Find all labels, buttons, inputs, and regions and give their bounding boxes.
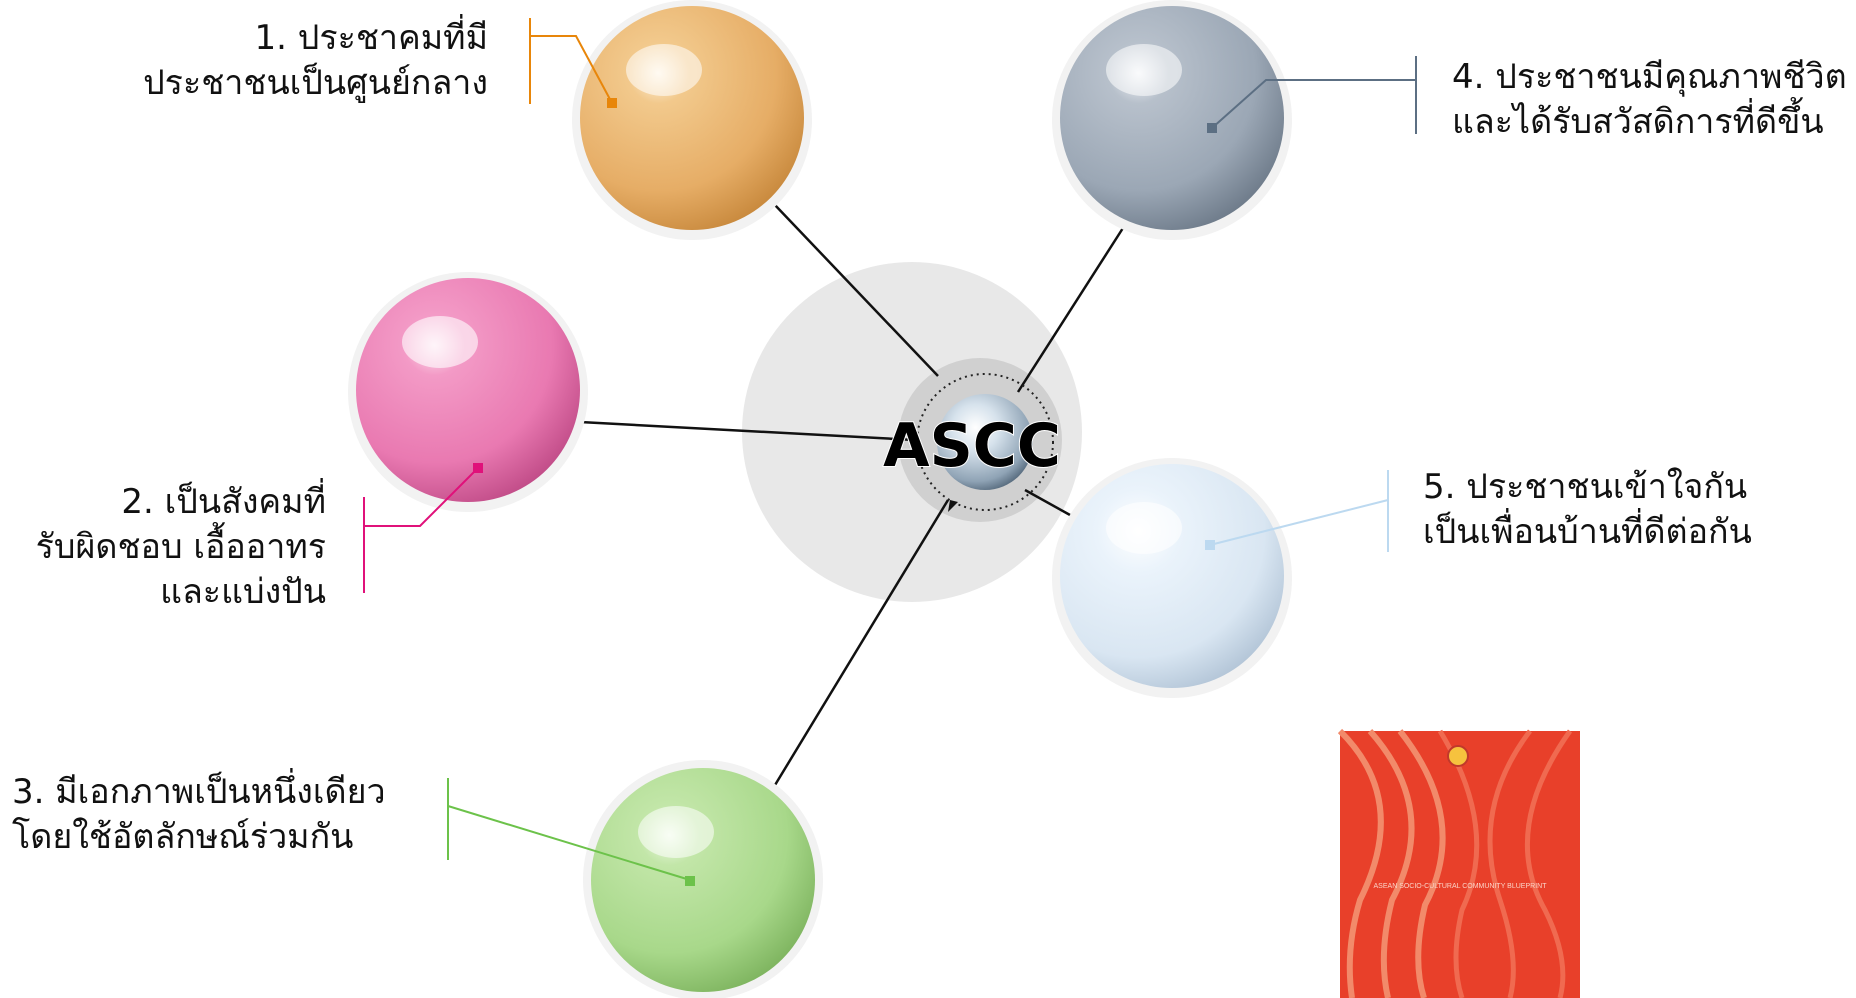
sphere-goal-2 xyxy=(348,272,588,512)
connector-goal-1 xyxy=(773,203,939,377)
connector-goal-2 xyxy=(579,420,916,442)
asean-emblem-icon xyxy=(1447,745,1469,767)
sphere-goal-4 xyxy=(1052,0,1292,240)
goal-1-label: 1. ประชาคมที่มี ประชาชนเป็นศูนย์กลาง xyxy=(143,16,488,106)
goal-3-line-2: โดยใช้อัตลักษณ์ร่วมกัน xyxy=(12,817,354,857)
callout-goal-3 xyxy=(447,778,695,886)
goal-5-line-2: เป็นเพื่อนบ้านที่ดีต่อกัน xyxy=(1423,512,1752,552)
sphere-goal-1 xyxy=(572,0,812,240)
goal-5-label: 5. ประชาชนเข้าใจกัน เป็นเพื่อนบ้านที่ดีต… xyxy=(1423,465,1752,555)
goal-2-label: 2. เป็นสังคมที่ รับผิดชอบ เอื้ออาทร และแ… xyxy=(36,480,326,615)
goal-4-label: 4. ประชาชนมีคุณภาพชีวิต และได้รับสวัสดิก… xyxy=(1452,55,1847,145)
connector-goal-4 xyxy=(1016,227,1125,393)
blueprint-cover-title: ASEAN SOCIO-CULTURAL COMMUNITY BLUEPRINT xyxy=(1374,883,1548,890)
callout-goal-4 xyxy=(1207,56,1417,134)
sphere-goal-5 xyxy=(1052,458,1292,698)
connector-goal-3 xyxy=(770,499,950,791)
connector-lines xyxy=(579,203,1125,791)
goal-1-line-2: ประชาชนเป็นศูนย์กลาง xyxy=(143,63,488,103)
goal-5-line-1: 5. ประชาชนเข้าใจกัน xyxy=(1423,467,1748,507)
goal-2-line-2: รับผิดชอบ เอื้ออาทร xyxy=(35,527,326,567)
goal-4-line-1: 4. ประชาชนมีคุณภาพชีวิต xyxy=(1452,57,1847,97)
goal-3-label: 3. มีเอกภาพเป็นหนึ่งเดียว โดยใช้อัตลักษณ… xyxy=(12,770,386,860)
goal-2-line-3: และแบ่งปัน xyxy=(160,572,326,612)
connector-goal-5 xyxy=(1024,488,1071,517)
callout-goal-2 xyxy=(363,463,483,593)
callout-goal-5 xyxy=(1205,470,1389,552)
sphere-goal-3 xyxy=(583,760,823,998)
center-sphere: ASCC xyxy=(882,373,1062,512)
goal-4-line-2: และได้รับสวัสดิการที่ดีขึ้น xyxy=(1452,102,1824,142)
callout-goal-1 xyxy=(529,18,617,108)
goal-2-line-1: 2. เป็นสังคมที่ xyxy=(121,482,326,522)
goal-3-line-1: 3. มีเอกภาพเป็นหนึ่งเดียว xyxy=(12,772,386,812)
goal-1-line-1: 1. ประชาคมที่มี xyxy=(254,18,488,58)
center-label: ASCC xyxy=(883,411,1061,481)
blueprint-cover-image: ASEAN SOCIO-CULTURAL COMMUNITY BLUEPRINT xyxy=(1337,728,1580,998)
